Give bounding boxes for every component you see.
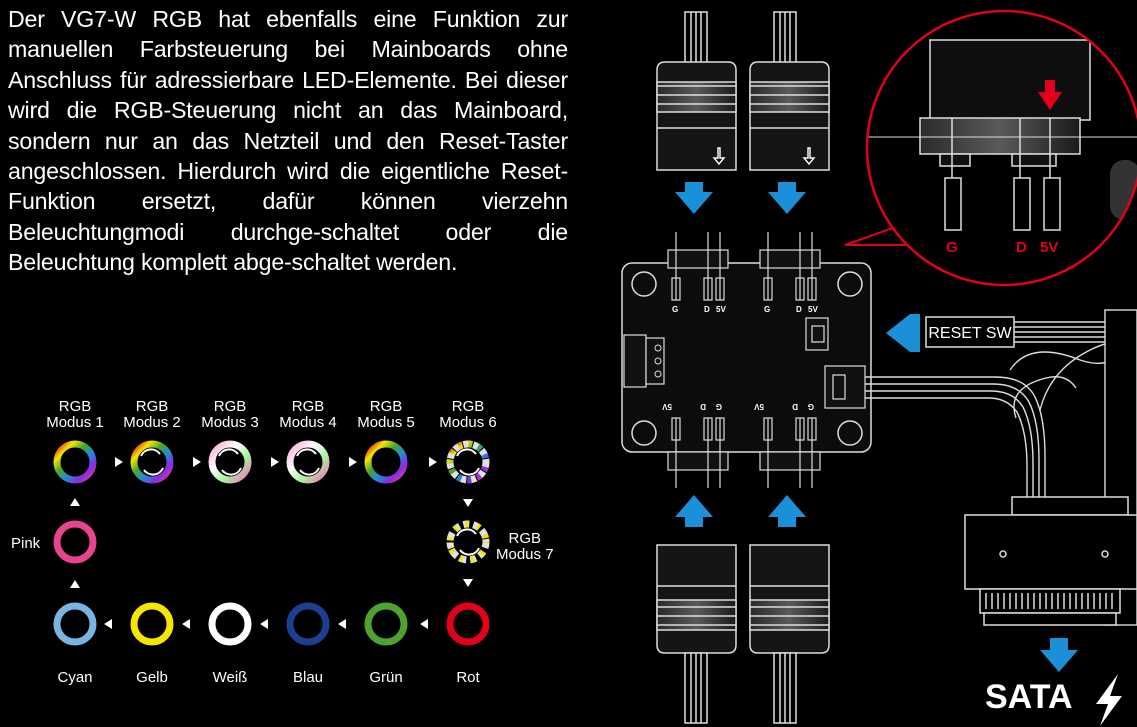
- mode-4-ring: [286, 440, 330, 484]
- svg-text:5V: 5V: [716, 305, 726, 314]
- rot-label: Rot: [456, 669, 480, 686]
- mode-1-ring: [53, 440, 97, 484]
- cycle-arrows: [70, 457, 473, 629]
- svg-text:5V: 5V: [808, 305, 818, 314]
- svg-text:D: D: [792, 402, 798, 411]
- rotation-arrow-icons: [140, 448, 480, 556]
- weiss-ring: [208, 602, 252, 646]
- bottom-pin-headers: [667, 417, 821, 488]
- cyan-ring: [53, 602, 97, 646]
- svg-text:G: G: [764, 305, 770, 314]
- weiss-label: Weiß: [212, 669, 248, 686]
- blau-ring: [286, 602, 330, 646]
- red-down-arrow-icon: [1038, 80, 1062, 110]
- svg-text:D: D: [1016, 239, 1027, 256]
- bottom-connectors: [656, 544, 830, 654]
- zoom-callout: G D 5V: [844, 9, 1137, 287]
- svg-text:D: D: [796, 305, 802, 314]
- blue-arrows: [675, 182, 1078, 672]
- pin-labels-small: G D 5V G D 5V 5V D G 5V D G: [662, 305, 819, 411]
- description-text: Der VG7-W RGB hat ebenfalls eine Funktio…: [8, 6, 568, 276]
- mode-3-ring: [208, 440, 252, 484]
- svg-text:D: D: [704, 305, 710, 314]
- cyan-label: Cyan: [57, 669, 93, 686]
- gruen-ring: [364, 602, 408, 646]
- rgb-controller-board: [621, 262, 872, 453]
- svg-text:D: D: [700, 402, 706, 411]
- svg-text:G: G: [716, 402, 722, 411]
- top-pin-headers: [667, 232, 821, 301]
- svg-text:5V: 5V: [1040, 239, 1058, 256]
- power-bolt-icon: [1096, 674, 1122, 726]
- top-cables: [684, 11, 797, 65]
- pink-ring: [53, 520, 97, 564]
- svg-text:G: G: [946, 239, 958, 256]
- top-connectors: [656, 61, 830, 171]
- mode-2-ring: [130, 440, 174, 484]
- pink-label: Pink: [11, 535, 41, 552]
- gelb-label: Gelb: [136, 669, 168, 686]
- description-paragraph: Der VG7-W RGB hat ebenfalls eine Funktio…: [8, 4, 568, 278]
- svg-text:G: G: [672, 305, 678, 314]
- svg-text:5V: 5V: [754, 402, 764, 411]
- reset-switch-cable: RESET SW: [925, 316, 1134, 348]
- svg-text:5V: 5V: [662, 402, 672, 411]
- rot-ring: [446, 602, 490, 646]
- gelb-ring: [130, 602, 174, 646]
- blau-label: Blau: [292, 669, 324, 686]
- sata-plug: [964, 496, 1137, 626]
- svg-text:RESET SW: RESET SW: [928, 325, 1012, 342]
- mode-6-ring: [446, 440, 490, 484]
- svg-text:G: G: [808, 402, 814, 411]
- mode-5-ring: [364, 440, 408, 484]
- sata-label: SATA: [985, 678, 1073, 716]
- gruen-label: Grün: [369, 669, 403, 686]
- bottom-cables: [684, 652, 797, 724]
